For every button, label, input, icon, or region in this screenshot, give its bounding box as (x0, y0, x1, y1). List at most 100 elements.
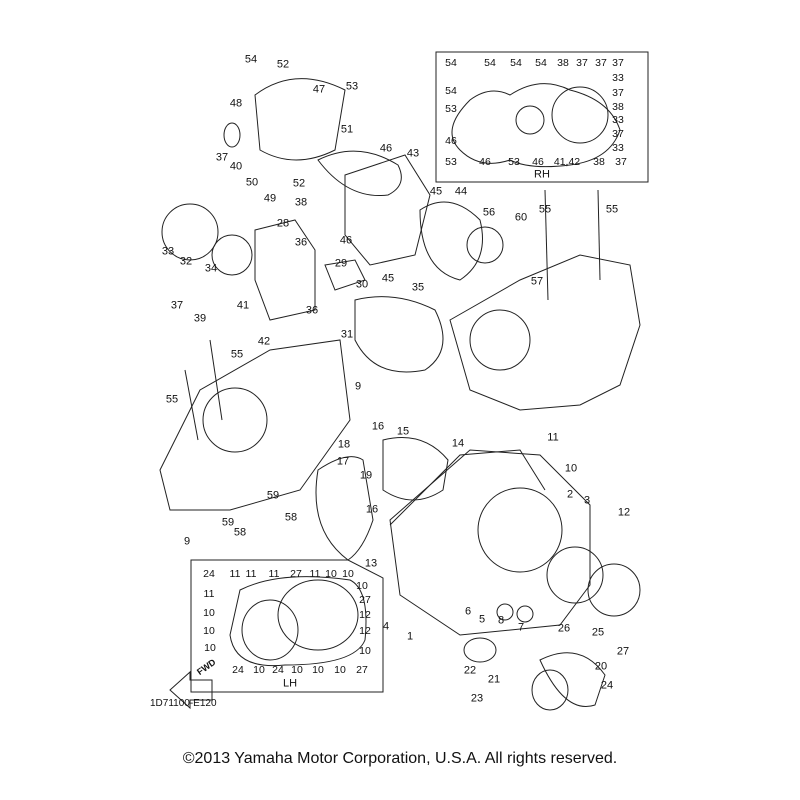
part-callout-54: 54 (535, 56, 547, 69)
part-callout-59: 59 (266, 489, 280, 502)
part-callout-38: 38 (593, 155, 605, 168)
part-callout-54: 54 (445, 56, 457, 69)
part-callout-8: 8 (497, 614, 505, 627)
part-callout-56: 56 (482, 206, 496, 219)
part-callout-16: 16 (365, 503, 379, 516)
part-callout-59: 59 (221, 516, 235, 529)
fwd-arrow-icon (169, 670, 213, 710)
part-callout-37: 37 (612, 127, 624, 140)
part-callout-54: 54 (445, 84, 457, 97)
part-callout-11: 11 (309, 567, 321, 580)
part-callout-9: 9 (354, 380, 362, 393)
part-48-seal (223, 122, 241, 148)
rh-crankcase-outline (451, 83, 621, 168)
part-callout-41: 41 (236, 299, 250, 312)
part-callout-23: 23 (470, 692, 484, 705)
part-25-cover (587, 563, 641, 617)
part-callout-5: 5 (478, 613, 486, 626)
copyright-notice: ©2013 Yamaha Motor Corporation, U.S.A. A… (182, 750, 618, 767)
part-callout-34: 34 (204, 262, 218, 275)
part-callout-54: 54 (510, 56, 522, 69)
part-callout-24: 24 (232, 663, 244, 676)
part-34-gasket (211, 234, 253, 276)
part-callout-52: 52 (276, 58, 290, 71)
part-55-stud (544, 189, 549, 301)
part-callout-37: 37 (215, 151, 229, 164)
part-callout-15: 15 (396, 425, 410, 438)
part-callout-58: 58 (284, 511, 298, 524)
part-4-gasket (389, 449, 546, 526)
part-callout-39: 39 (193, 312, 207, 325)
part-callout-16: 16 (371, 420, 385, 433)
part-callout-60: 60 (514, 211, 528, 224)
part-callout-46: 46 (479, 155, 491, 168)
part-callout-55: 55 (165, 393, 179, 406)
part-callout-11: 11 (229, 567, 241, 580)
part-callout-42: 42 (257, 335, 271, 348)
part-55-stud (209, 339, 223, 421)
part-callout-19: 19 (359, 469, 373, 482)
part-21-cover (463, 637, 497, 663)
part-callout-26: 26 (557, 622, 571, 635)
part-callout-18: 18 (337, 438, 351, 451)
part-callout-10: 10 (356, 579, 368, 592)
part-callout-10: 10 (203, 606, 215, 619)
part-callout-2: 2 (566, 488, 574, 501)
part-callout-10: 10 (253, 663, 265, 676)
lh-inset-frame (190, 559, 384, 693)
part-callout-10: 10 (334, 663, 346, 676)
left-crankcase-bore (202, 387, 268, 453)
part-callout-11: 11 (268, 567, 280, 580)
part-callout-27: 27 (290, 567, 302, 580)
part-callout-25: 25 (591, 626, 605, 639)
part-20-bracket (539, 652, 606, 707)
part-callout-24: 24 (272, 663, 284, 676)
part-callout-22: 22 (463, 664, 477, 677)
part-callout-10: 10 (204, 641, 216, 654)
part-callout-14: 14 (451, 437, 465, 450)
part-callout-24: 24 (203, 567, 215, 580)
part-callout-46: 46 (379, 142, 393, 155)
part-callout-7: 7 (517, 621, 525, 634)
part-callout-9: 9 (183, 535, 191, 548)
part-callout-33: 33 (612, 141, 624, 154)
part-callout-10: 10 (359, 644, 371, 657)
part-callout-50: 50 (245, 176, 259, 189)
part-1-crankcase-cover (389, 449, 591, 636)
part-43-cover (344, 154, 431, 266)
part-callout-12: 12 (359, 624, 371, 637)
part-callout-45: 45 (381, 272, 395, 285)
rh-inset-frame (435, 51, 649, 183)
part-callout-20: 20 (594, 660, 608, 673)
part-callout-37: 37 (576, 56, 588, 69)
part-callout-44: 44 (454, 185, 468, 198)
rh-inset-title: RH (534, 168, 550, 181)
lh-crankcase-outline (229, 576, 367, 667)
part-callout-10: 10 (342, 567, 354, 580)
part-28-housing (254, 219, 316, 321)
part-32-plate (161, 203, 219, 261)
part-35-gasket (354, 296, 444, 373)
part-callout-31: 31 (340, 328, 354, 341)
part-callout-28: 28 (276, 217, 290, 230)
part-callout-46: 46 (445, 134, 457, 147)
part-callout-48: 48 (229, 97, 243, 110)
part-callout-53: 53 (445, 102, 457, 115)
part-callout-41-42: 41,42 (553, 155, 581, 168)
lh-bore-small (241, 599, 299, 661)
part-callout-54: 54 (244, 53, 258, 66)
part-callout-29: 29 (334, 257, 348, 270)
part-callout-1: 1 (406, 630, 414, 643)
part-8-plug (496, 603, 514, 621)
part-callout-55: 55 (538, 203, 552, 216)
part-callout-43: 43 (406, 147, 420, 160)
part-callout-17: 17 (336, 455, 350, 468)
part-callout-40: 40 (229, 160, 243, 173)
part-callout-3: 3 (583, 494, 591, 507)
part-callout-13: 13 (364, 557, 378, 570)
part-callout-33: 33 (612, 71, 624, 84)
part-callout-21: 21 (487, 673, 501, 686)
part-callout-53: 53 (345, 80, 359, 93)
